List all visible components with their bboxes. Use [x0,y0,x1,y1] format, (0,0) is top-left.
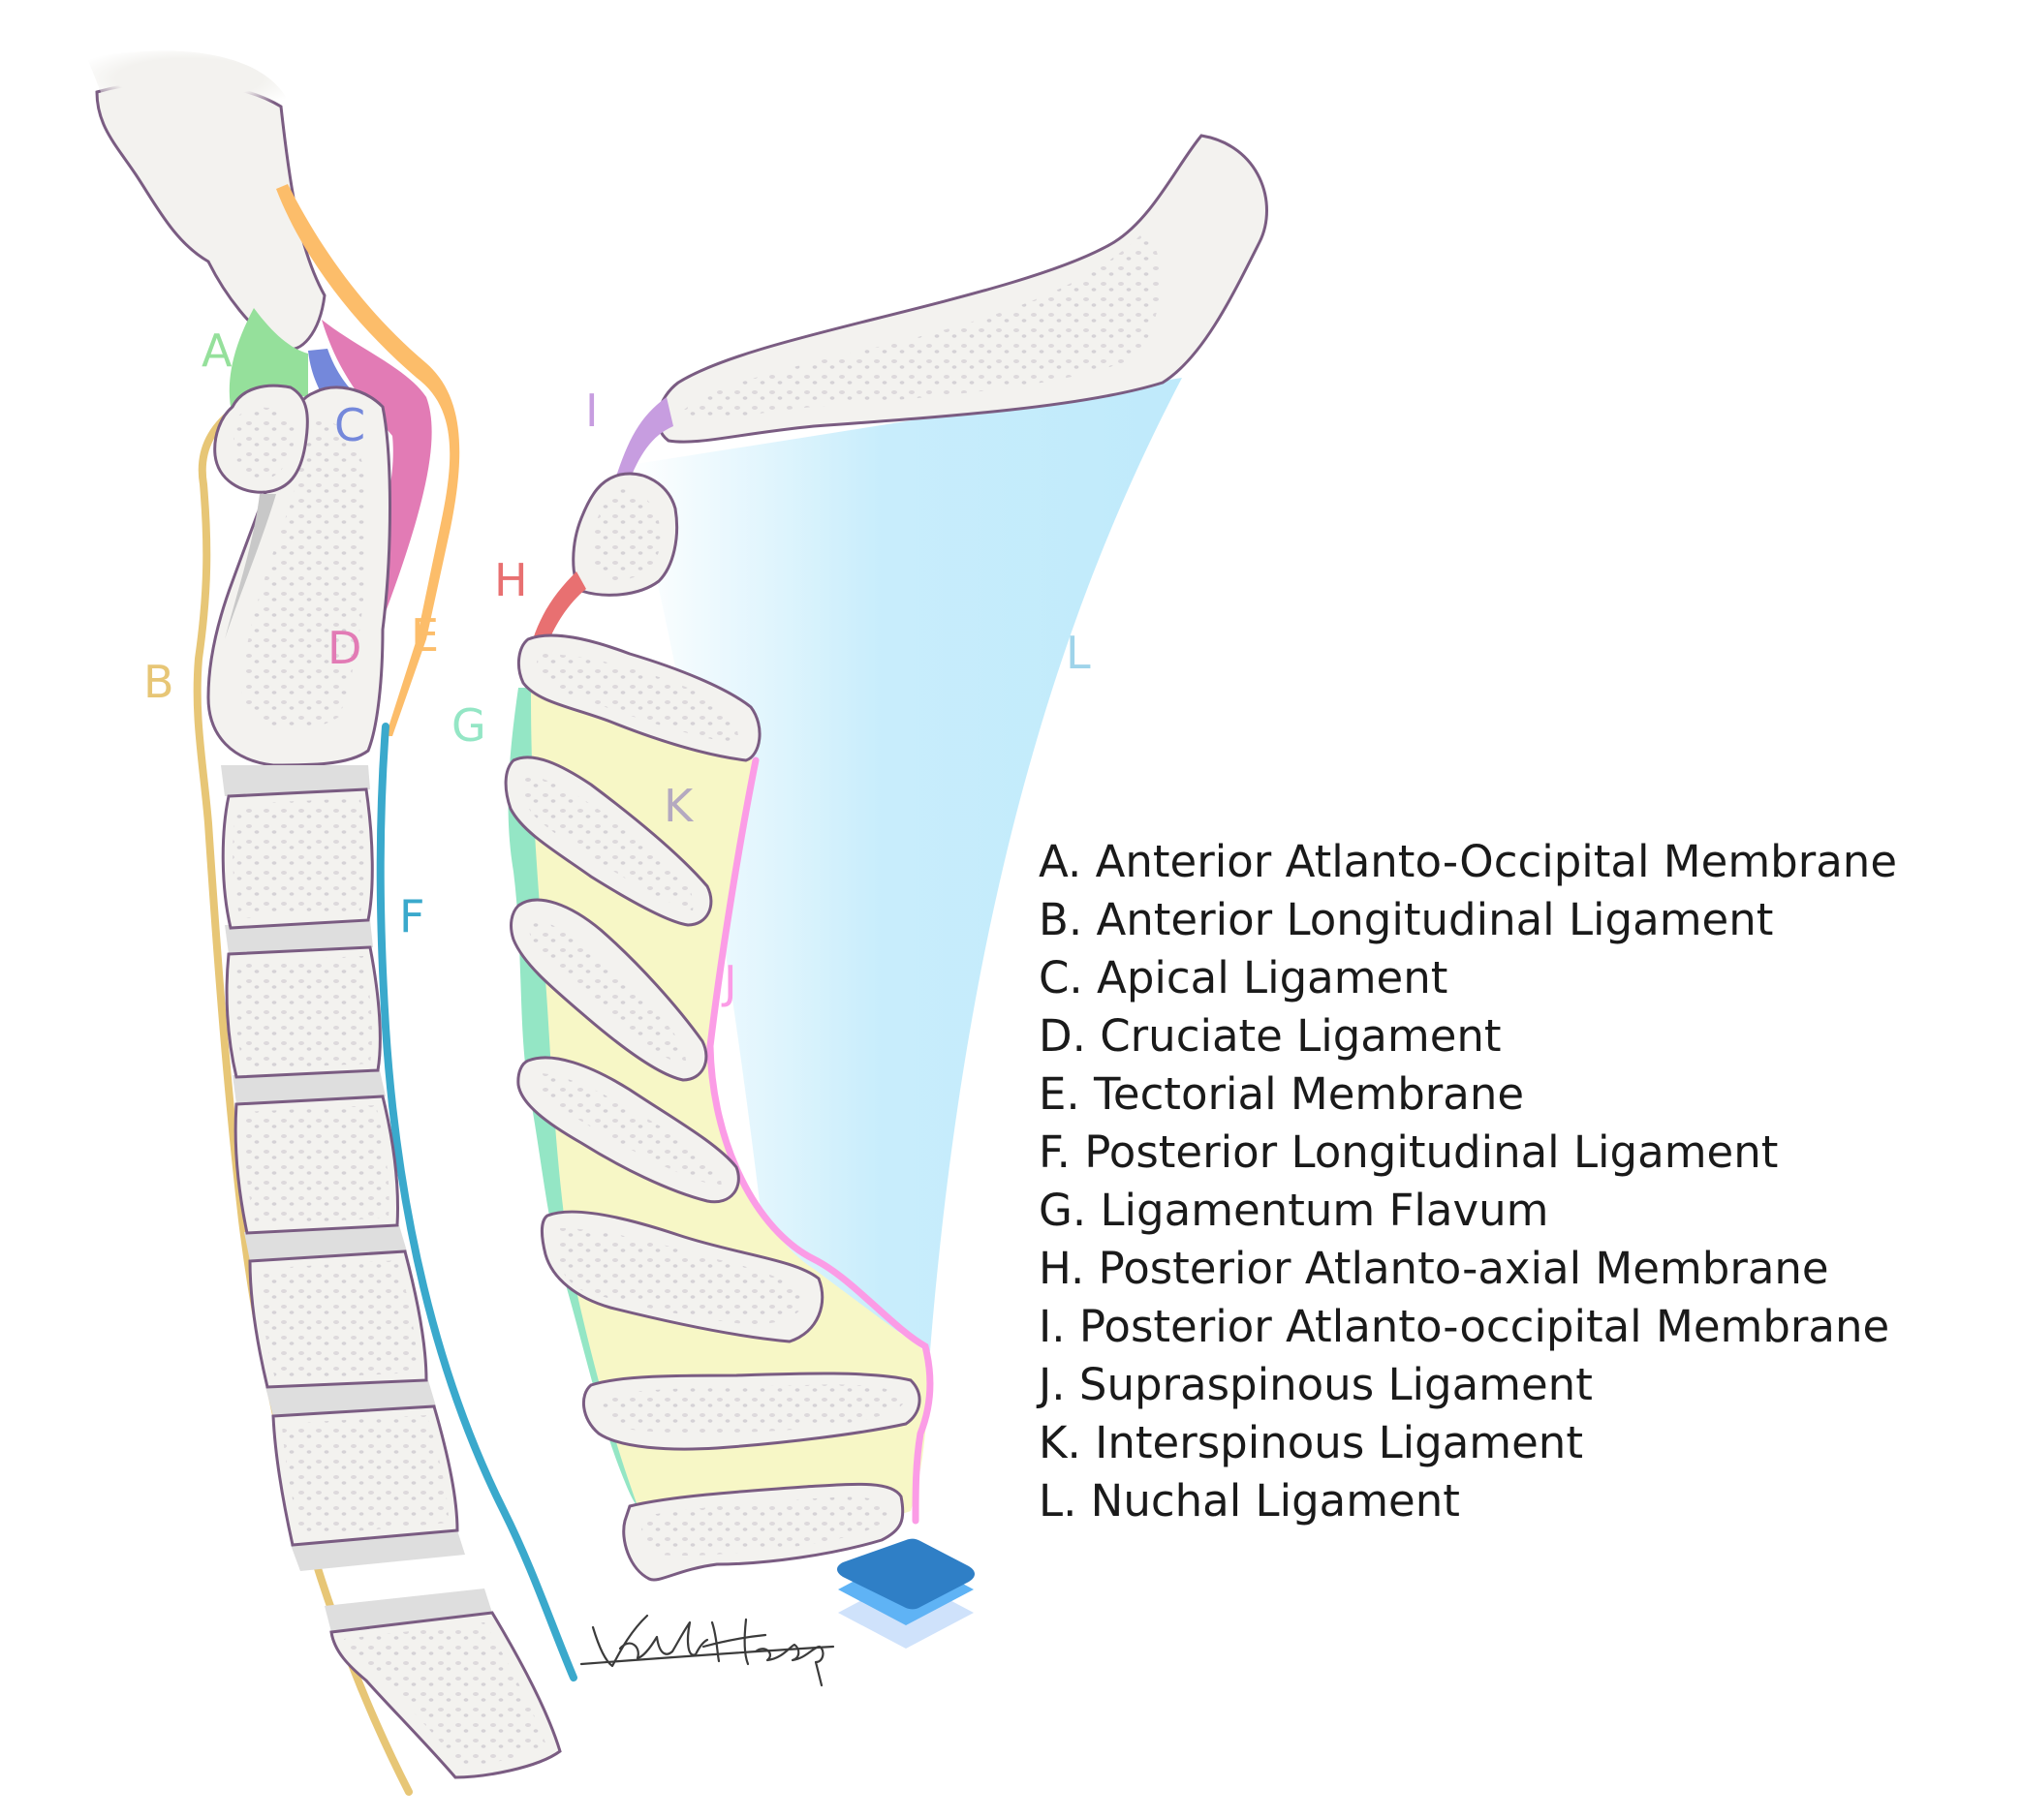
label-g: G [451,699,486,752]
skull-fade [87,50,291,107]
stacked-layers-icon [837,1538,975,1649]
legend-item-k: K. Interspinous Ligament [1039,1417,1583,1468]
ligament-i [615,397,673,484]
legend-item-d: D. Cruciate Ligament [1039,1010,1502,1062]
ligament-legend: A. Anterior Atlanto-Occipital Membrane B… [1039,833,1897,1530]
intervertebral-discs [221,765,492,1632]
legend-item-b: B. Anterior Longitudinal Ligament [1039,894,1774,945]
label-f: F [399,890,424,942]
legend-item-e: E. Tectorial Membrane [1039,1068,1525,1120]
legend-item-l: L. Nuchal Ligament [1039,1475,1460,1527]
legend-item-a: A. Anterior Atlanto-Occipital Membrane [1039,836,1898,887]
ligament-h [533,571,586,644]
label-l: L [1066,627,1091,679]
ligament-f [376,723,577,1681]
ligament-d [322,320,432,625]
legend-item-j: J. Supraspinous Ligament [1039,1359,1593,1410]
label-j: J [721,956,737,1008]
legend-item-h: H. Posterior Atlanto-axial Membrane [1039,1243,1829,1294]
atlas-gap [225,494,276,639]
nuchal-ligament [630,378,1182,1351]
ligament-j [706,756,934,1525]
label-d: D [327,622,361,674]
ligament-k [531,693,927,1529]
label-h: H [494,554,528,606]
label-b: B [143,656,174,708]
spinous-processes [504,633,921,1582]
label-i: I [585,385,599,437]
label-k: K [664,780,695,832]
artist-signature [579,1614,835,1687]
legend-item-g: G. Ligamentum Flavum [1039,1185,1549,1236]
legend-item-c: C. Apical Ligament [1039,952,1448,1003]
label-a: A [202,324,233,377]
legend-item-f: F. Posterior Longitudinal Ligament [1039,1126,1779,1178]
vertebral-bodies [221,787,562,1779]
label-e: E [411,609,439,662]
label-c: C [334,399,365,451]
legend-item-i: I. Posterior Atlanto-occipital Membrane [1039,1301,1890,1352]
